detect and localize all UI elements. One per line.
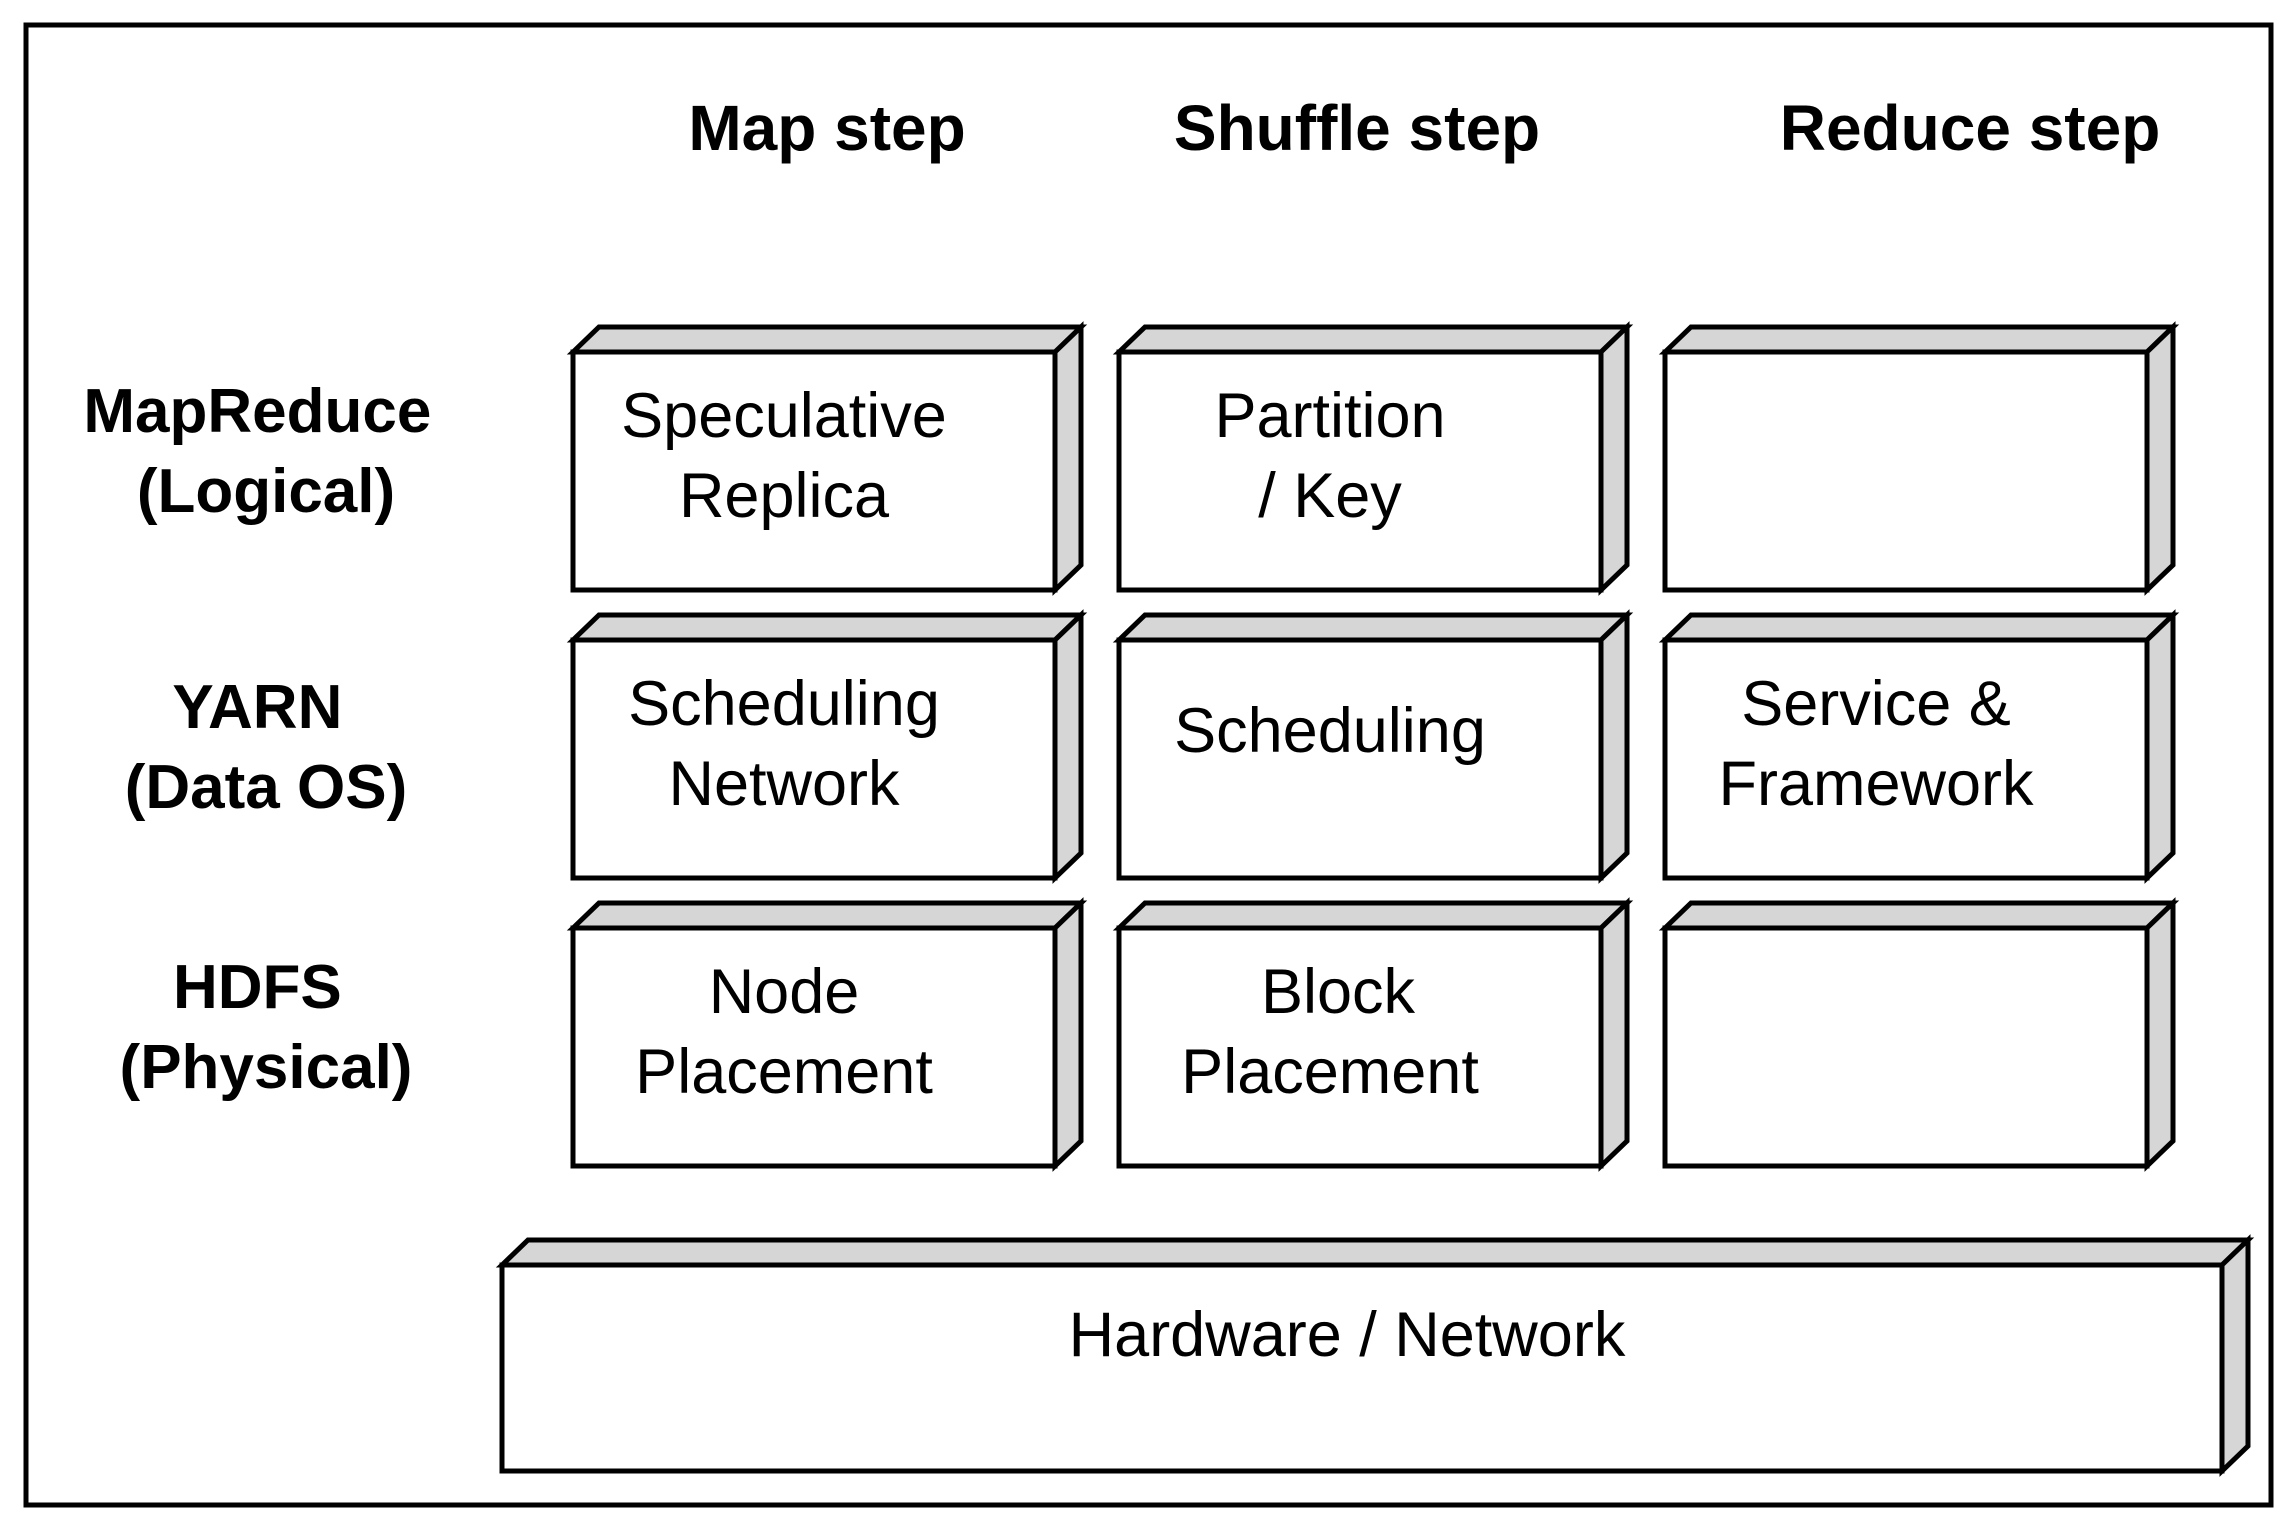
column-header-reduce: Reduce step bbox=[1780, 92, 2161, 164]
cell-mapreduce-reduce bbox=[1658, 321, 2180, 596]
row-header-hdfs-line2: (Physical) bbox=[120, 1033, 413, 1102]
cell-text-line: Partition bbox=[1214, 381, 1445, 451]
column-header-map: Map step bbox=[688, 92, 965, 164]
row-header-yarn-line1: YARN bbox=[172, 673, 342, 742]
cell-text-line: Replica bbox=[679, 461, 890, 531]
cell-text-line: Speculative bbox=[621, 381, 947, 451]
cell-text-line: / Key bbox=[1258, 461, 1402, 531]
svg-text:Service &Framework: Service & Framework bbox=[1718, 669, 2034, 819]
cell-text-line: Block bbox=[1261, 957, 1416, 1027]
cell-text-line: Scheduling bbox=[628, 669, 940, 739]
column-header-shuffle: Shuffle step bbox=[1174, 92, 1540, 164]
base-label: Hardware / Network bbox=[1069, 1300, 1626, 1370]
svg-text:Partition/ Key: Partition / Key bbox=[1214, 381, 1445, 531]
row-header-yarn: YARN (Data OS) bbox=[125, 673, 407, 822]
cell-text-line: Scheduling bbox=[1174, 696, 1486, 766]
base-hardware-network: Hardware / Network bbox=[495, 1234, 2255, 1477]
cell-text-line: Placement bbox=[1181, 1037, 1479, 1107]
row-header-mapreduce: MapReduce (Logical) bbox=[83, 377, 448, 526]
row-header-yarn-line2: (Data OS) bbox=[125, 753, 407, 822]
cell-yarn-shuffle: Scheduling bbox=[1112, 609, 1634, 884]
cell-text-line: Network bbox=[668, 749, 900, 819]
cell-hdfs-reduce bbox=[1658, 897, 2180, 1172]
row-header-mapreduce-line2: (Logical) bbox=[137, 457, 395, 526]
row-header-hdfs: HDFS (Physical) bbox=[120, 953, 413, 1102]
cell-text-line: Service & bbox=[1741, 669, 2011, 739]
cell-mapreduce-shuffle: Partition / Key bbox=[1112, 321, 1634, 596]
cell-text-line: Placement bbox=[635, 1037, 933, 1107]
row-header-hdfs-line1: HDFS bbox=[173, 953, 342, 1022]
svg-text:Scheduling: Scheduling bbox=[1174, 696, 1486, 766]
cell-text-line: Node bbox=[709, 957, 860, 1027]
row-header-mapreduce-line1: MapReduce bbox=[83, 377, 431, 446]
cell-text-line: Framework bbox=[1718, 749, 2034, 819]
cell-yarn-reduce: Service & Framework bbox=[1658, 609, 2180, 884]
